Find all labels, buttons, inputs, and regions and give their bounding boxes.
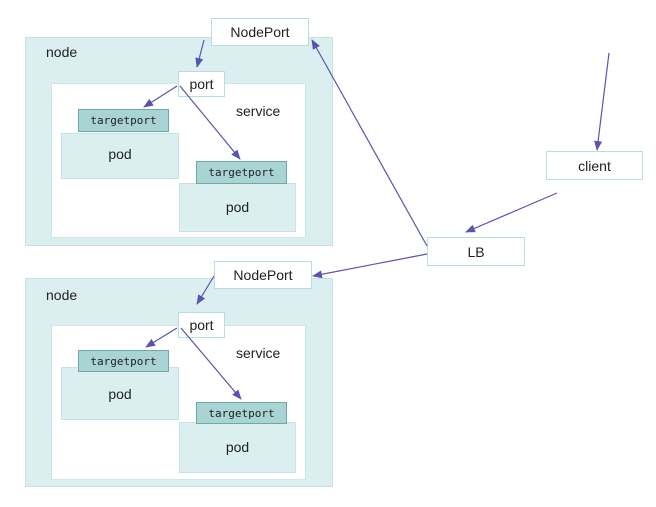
- client-box: client: [546, 151, 643, 180]
- arrow-lb-to-nodeport-2: [312, 253, 428, 279]
- arrow-port-1-to-targetport-2: [179, 85, 241, 160]
- node-2-pod-1-targetport: targetport: [78, 350, 169, 372]
- lb-box: LB: [427, 237, 525, 266]
- node-1-pod-2-targetport: targetport: [196, 161, 287, 184]
- node-1-pod-1-label: pod: [108, 146, 132, 162]
- arrow-port-2-to-targetport-1: [145, 327, 178, 348]
- arrow-port-1-to-targetport-1: [143, 85, 178, 108]
- node-1-label: node: [46, 44, 78, 60]
- arrow-nodeport-2-to-port: [196, 275, 215, 305]
- node-2-port: port: [178, 312, 225, 338]
- node-2-pod-2-label: pod: [225, 439, 250, 455]
- node-2-label: node: [46, 287, 78, 303]
- node-1-pod-1-targetport: targetport: [78, 109, 169, 132]
- arrow-lb-to-nodeport-1: [311, 39, 428, 247]
- node-2-pod-2-targetport: targetport: [196, 402, 287, 424]
- node-1-port: port: [178, 71, 225, 97]
- arrow-port-2-to-targetport-2: [180, 327, 242, 400]
- node-2-pod-1: [61, 367, 179, 420]
- node-1-pod-2-label: pod: [225, 199, 250, 215]
- node-1-pod-1: [61, 133, 179, 179]
- node-1-pod-2: [179, 183, 296, 232]
- arrow-nodeport-1-to-port: [195, 39, 205, 68]
- node-1-nodeport: NodePort: [211, 18, 309, 46]
- arrow-into-client: [594, 52, 610, 151]
- arrow-client-to-lb: [465, 192, 558, 233]
- node-2-service-label: service: [236, 345, 281, 361]
- node-1-service-label: service: [236, 103, 281, 119]
- node-2-nodeport: NodePort: [214, 261, 312, 289]
- node-2-pod-1-label: pod: [108, 386, 132, 402]
